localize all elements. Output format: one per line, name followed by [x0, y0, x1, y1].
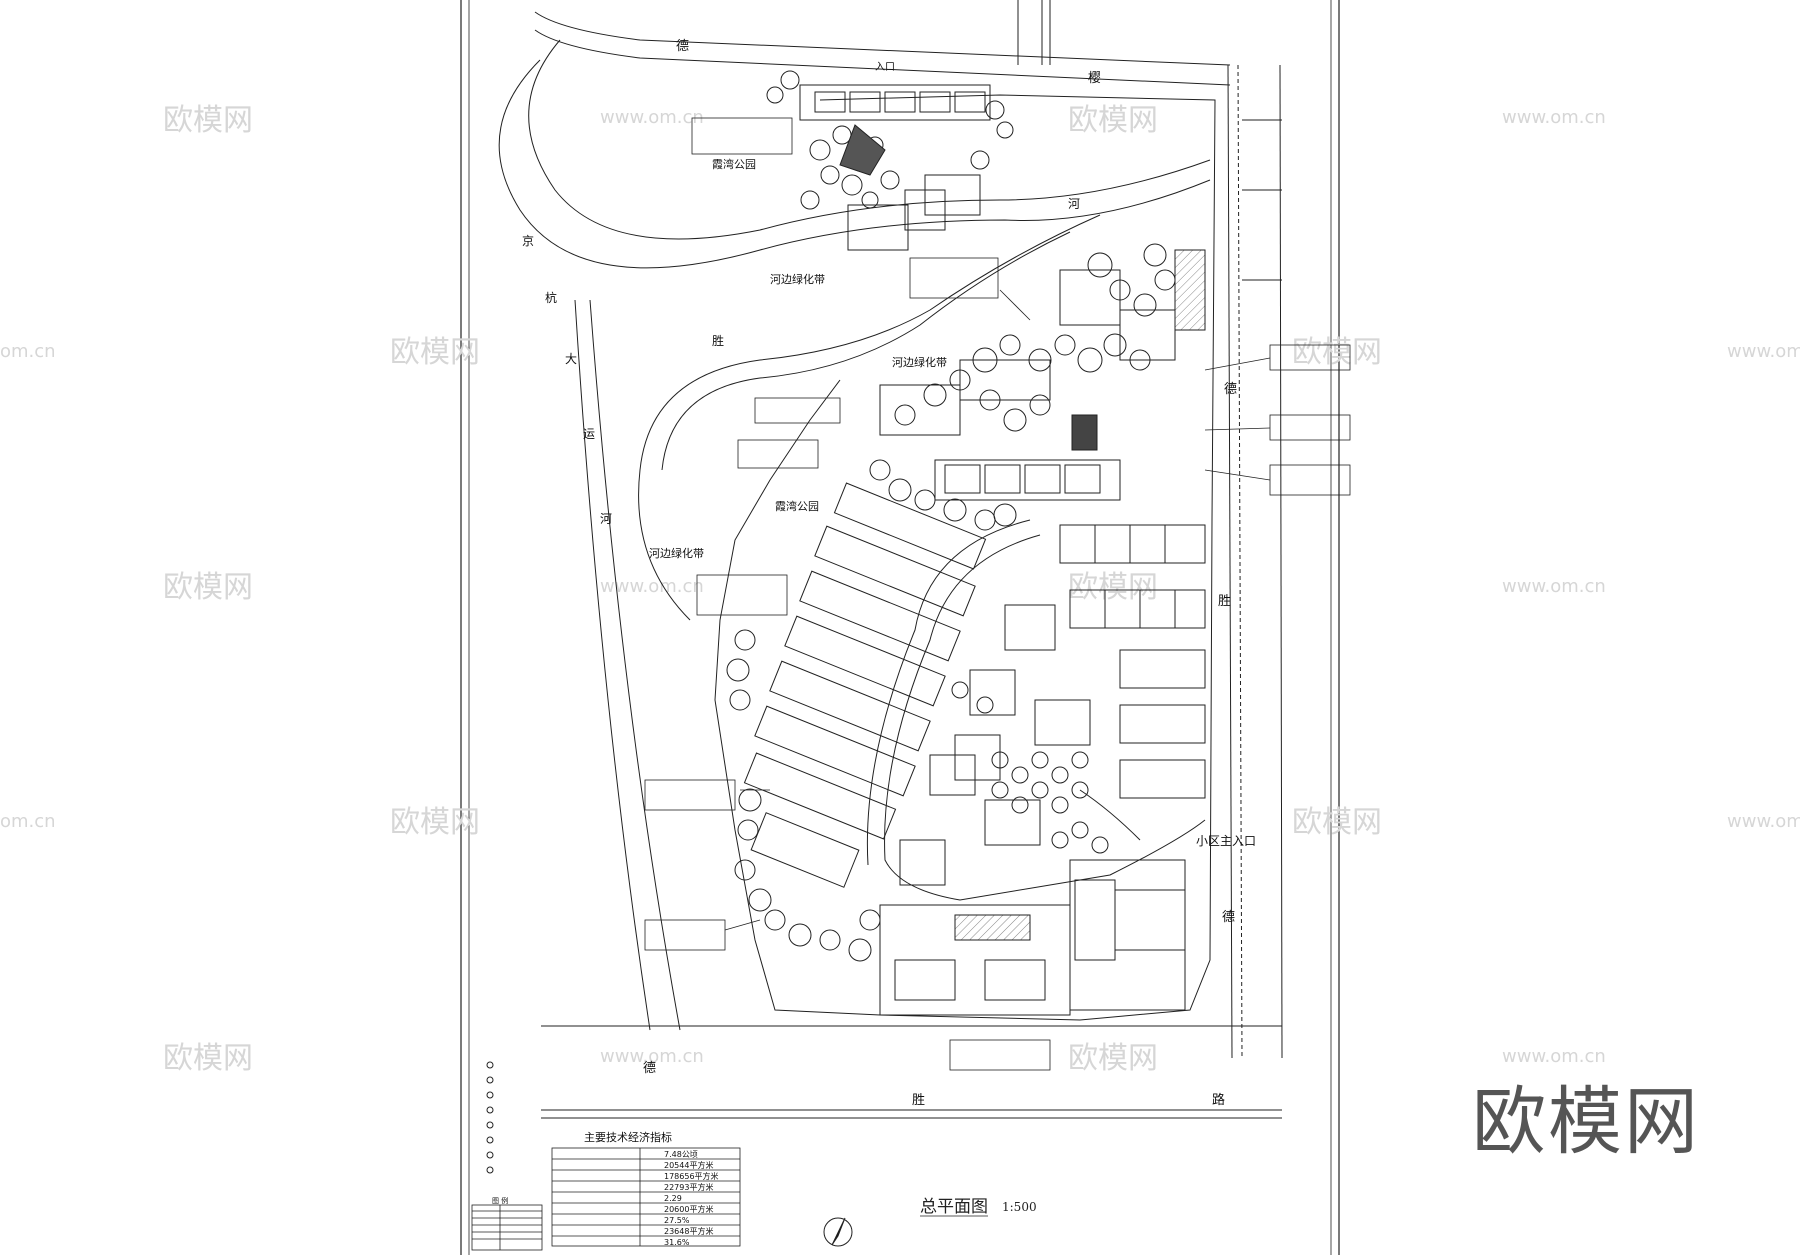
watermark-url: om.cn: [0, 341, 56, 362]
watermark-logo: 欧模网: [163, 1041, 253, 1076]
table-value: 23648平方米: [664, 1226, 713, 1236]
green-belt-label: 河边绿化带: [892, 355, 947, 369]
plan-labels: 德 樱 入口 京 杭 大 运 河 胜 河 德 胜 德 德 胜 路 霞湾公园 霞湾…: [522, 39, 1256, 1108]
watermark-url: www.om.cn: [1502, 107, 1606, 128]
watermark-logo: 欧模网: [1068, 1041, 1158, 1076]
canal-char: 大: [565, 352, 577, 366]
watermark-logo: 欧模网: [1292, 335, 1382, 370]
central-villas: [899, 604, 1091, 886]
table-value: 178656平方米: [664, 1171, 719, 1181]
legend-title: 图 例: [492, 1196, 508, 1205]
north-arrow-icon: [823, 1217, 853, 1247]
vegetation-central: [951, 681, 1109, 854]
canal-char: 京: [522, 234, 534, 248]
park-label: 霞湾公园: [775, 499, 819, 513]
park-label: 霞湾公园: [712, 157, 756, 171]
watermark-url: www.om.cn: [600, 107, 704, 128]
buildings-north: [799, 84, 991, 251]
watermark-url: www.om.cn: [1502, 1046, 1606, 1067]
watermark-logo: 欧模网: [1068, 570, 1158, 605]
vegetation-central-north: [894, 243, 1176, 451]
canal-char: 河: [600, 512, 612, 526]
main-entrance-label: 小区主入口: [1196, 834, 1256, 848]
watermark-url: www.om.cn: [600, 1046, 704, 1067]
watermark-layer: 欧模网 欧模网 欧模网 欧模网 欧模网 欧模网 欧模网 欧模网 欧模网 欧模网: [163, 103, 1382, 1076]
watermark-logo: 欧模网: [390, 335, 480, 370]
river-char: 胜: [712, 333, 724, 348]
road-bottom-char: 胜: [912, 1093, 925, 1108]
river-char: 河: [1068, 197, 1080, 211]
watermark-logo: 欧模网: [163, 570, 253, 605]
annotation-callouts: [644, 117, 1351, 1071]
road-label-top-left: 德: [676, 39, 689, 54]
watermark-logo: 欧模网: [1068, 103, 1158, 138]
watermark-url: om.cn: [0, 811, 56, 832]
watermark-logo: 欧模网: [390, 805, 480, 840]
table-value: 20544平方米: [664, 1160, 713, 1170]
row-houses-east: [1059, 524, 1206, 799]
table-values: 7.48公顷 20544平方米 178656平方米 22793平方米 2.29 …: [664, 1150, 719, 1247]
vegetation-west: [726, 459, 1017, 962]
watermark-url: www.om.cn: [1502, 576, 1606, 597]
roads-and-river: [498, 0, 1283, 1119]
tech-index-table: [551, 1147, 741, 1247]
road-bottom-char: 德: [643, 1061, 656, 1076]
vegetation-north-park: [766, 70, 1014, 210]
watermark-logo: 欧模网: [163, 103, 253, 138]
watermark-url: www.om.cn: [600, 576, 704, 597]
road-bottom-char: 路: [1212, 1092, 1225, 1108]
watermark-url: www.om.cn: [1727, 341, 1800, 362]
legend-symbols: [486, 1061, 494, 1174]
table-value: 31.6%: [664, 1238, 690, 1247]
table-value: 22793平方米: [664, 1182, 713, 1192]
green-belt-label: 河边绿化带: [649, 546, 704, 560]
green-belt-label: 河边绿化带: [770, 272, 825, 286]
drawing-title: 总平面图: [920, 1197, 988, 1217]
legend-table: [471, 1204, 543, 1251]
watermark-url-layer: www.om.cn www.om.cn om.cn www.om.cn www.…: [0, 107, 1800, 1067]
watermark-logo: 欧模网: [1292, 805, 1382, 840]
table-value: 20600平方米: [664, 1204, 713, 1214]
road-label-top-right: 樱: [1088, 70, 1101, 86]
road-right-char: 胜: [1218, 594, 1231, 609]
drawing-scale: 1:500: [1002, 1200, 1037, 1214]
canal-char: 运: [583, 427, 595, 441]
watermark-url: www.om.cn: [1727, 811, 1800, 832]
table-value: 7.48公顷: [664, 1150, 698, 1159]
buildings-south: [879, 859, 1186, 1016]
table-title: 主要技术经济指标: [584, 1130, 672, 1144]
road-right-char: 德: [1222, 910, 1235, 925]
table-value: 2.29: [664, 1194, 682, 1203]
watermark-logo-large: 欧模网: [1472, 1079, 1700, 1165]
buildings-central-north: [879, 249, 1206, 501]
row-houses-west: [743, 482, 987, 888]
table-value: 27.5%: [664, 1216, 690, 1225]
entrance-top-label: 入口: [875, 62, 895, 73]
canal-char: 杭: [545, 290, 557, 305]
road-right-char: 德: [1224, 382, 1237, 397]
sheet-frame: [460, 0, 1340, 1255]
